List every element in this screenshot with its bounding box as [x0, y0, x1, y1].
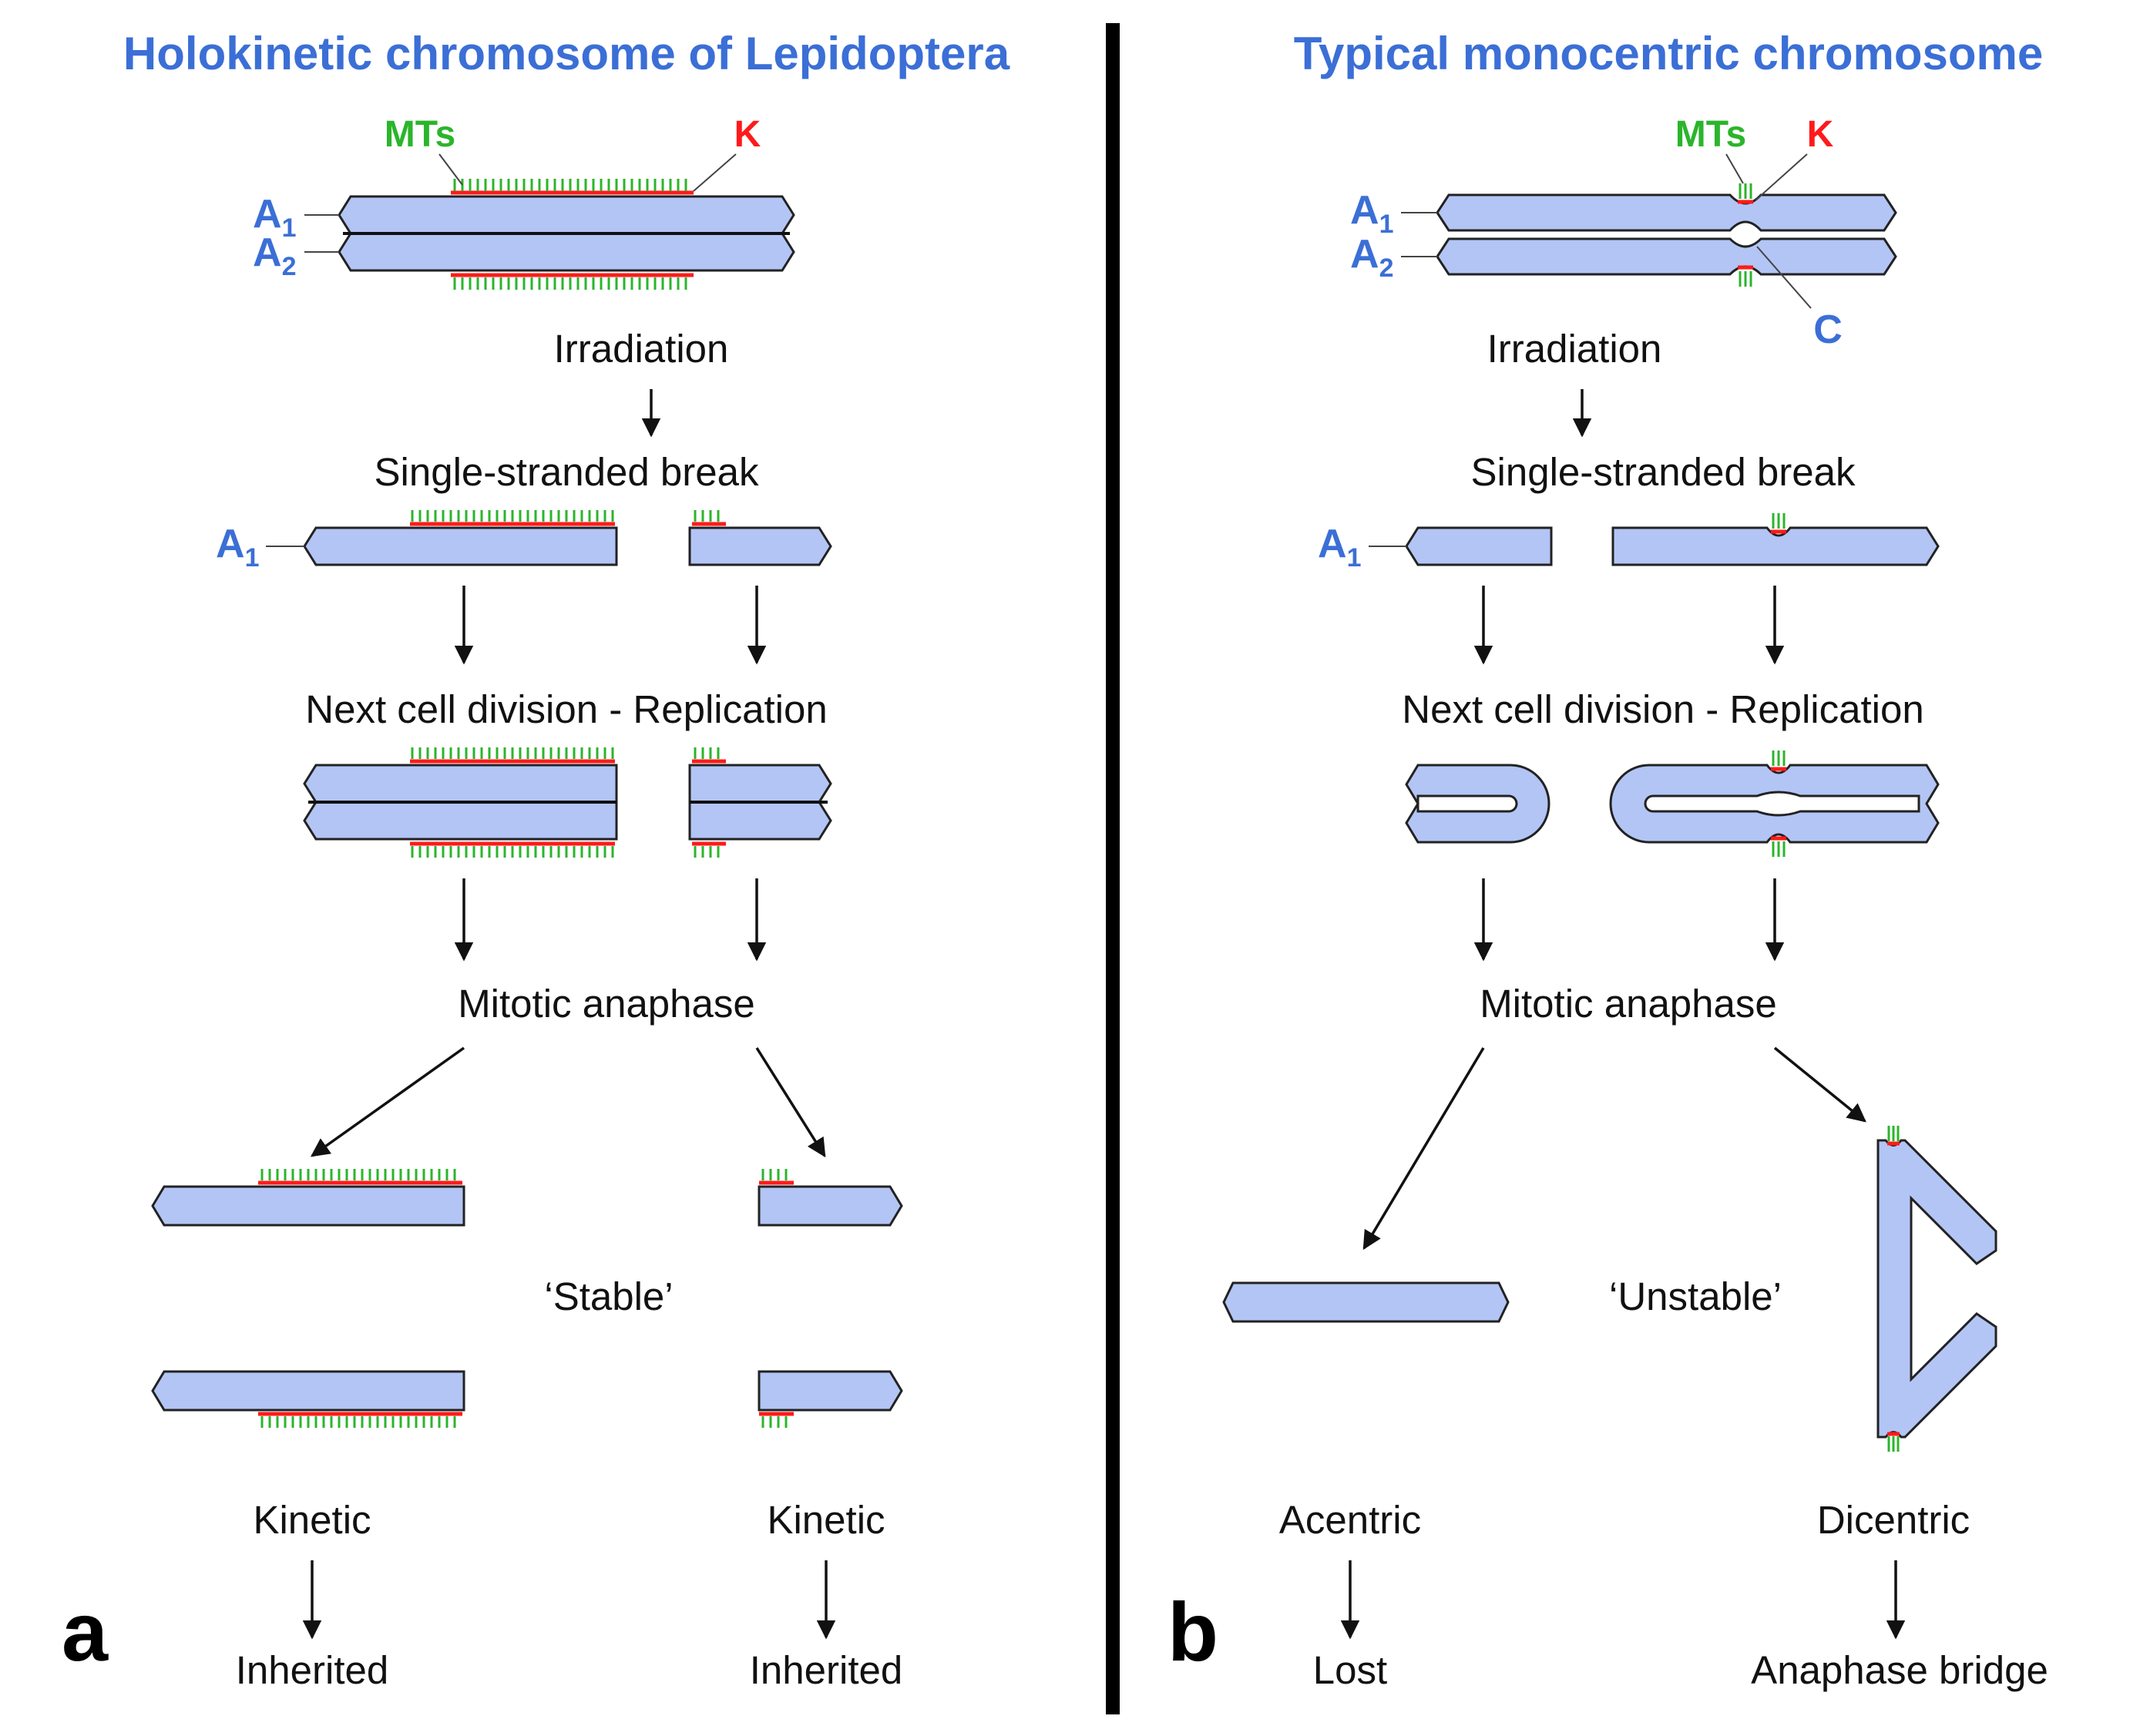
irradiation-label-left: Irradiation	[554, 327, 729, 371]
broken-chromatid-right: A1	[1318, 513, 1940, 573]
anaphase-top-large	[151, 1185, 465, 1227]
a1-label-right: A1	[1350, 188, 1393, 239]
k-label-left: K	[734, 114, 761, 155]
anaphase-fragments-bottom-left	[151, 1370, 903, 1428]
mono-chromatid-a1	[1436, 193, 1897, 232]
next-division-label-left: Next cell division - Replication	[305, 687, 827, 731]
anaphase-bridge-label: Anaphase bridge	[1751, 1648, 2048, 1692]
acentric-fragment	[1405, 526, 1553, 566]
left-panel: MTs K A1 A2 Irradiation Single-stranded …	[62, 114, 903, 1692]
dicentric-label: Dicentric	[1817, 1498, 1970, 1542]
acentric-label: Acentric	[1279, 1498, 1421, 1542]
mono-chromatid-a2	[1436, 237, 1897, 276]
acentric-chromosome	[1222, 1281, 1510, 1323]
microtubules-dicentric	[1772, 750, 1786, 857]
microtubules-anaphase-bottom	[260, 1416, 788, 1428]
a1-label-break-right: A1	[1318, 522, 1361, 573]
inherited-label-right: Inherited	[750, 1648, 902, 1692]
mts-leader-right	[1725, 153, 1744, 184]
lost-label: Lost	[1313, 1648, 1387, 1692]
right-panel-title: Typical monocentric chromosome	[1294, 28, 2043, 79]
k-leader-left	[693, 153, 737, 192]
single-break-label-left: Single-stranded break	[375, 450, 759, 494]
replicated-large-a1	[303, 764, 618, 804]
anaphase-fragments-top-left	[151, 1169, 903, 1227]
sister-union-dicentric	[1609, 764, 1940, 844]
anaphase-bottom-large	[151, 1370, 465, 1412]
a1-label-left: A1	[253, 192, 296, 243]
chromatid-a2	[338, 232, 795, 272]
microtubules-bottom	[453, 277, 687, 290]
mts-label-left: MTs	[385, 114, 455, 155]
microtubules-repl-top	[411, 747, 720, 759]
replicated-small-a1	[688, 764, 832, 804]
fragment-left-large	[303, 526, 618, 566]
panel-label-b: b	[1167, 1585, 1218, 1678]
microtubules-bridge	[1887, 1126, 1900, 1452]
chromatid-a1	[338, 195, 795, 235]
replicated-large-a2	[303, 801, 618, 841]
microtubules-top	[453, 179, 687, 191]
replicated-small-a2	[688, 801, 832, 841]
anaphase-label-left: Mitotic anaphase	[458, 982, 755, 1026]
microtubules-centric-fragment	[1772, 513, 1786, 529]
mts-leader-left	[438, 153, 463, 186]
left-panel-title: Holokinetic chromosome of Lepidoptera	[123, 28, 1010, 79]
microtubules-break-left	[411, 510, 720, 522]
arrow-anaphase-left-1	[311, 1046, 465, 1157]
anaphase-top-small	[758, 1185, 903, 1227]
k-leader-right	[1755, 153, 1808, 201]
anaphase-bottom-small	[758, 1370, 903, 1412]
microtubules-repl-bottom	[411, 846, 720, 858]
microtubules-centromere	[1739, 183, 1752, 287]
single-break-label-right: Single-stranded break	[1471, 450, 1856, 494]
dicentric-chromosome	[1876, 1139, 1997, 1439]
panel-label-a: a	[62, 1585, 109, 1678]
holokinetic-chromosome-top: MTs K A1 A2	[253, 114, 795, 290]
fragment-left-small	[688, 526, 832, 566]
c-label: C	[1813, 307, 1843, 352]
microtubules-anaphase-top	[260, 1169, 788, 1180]
panel-divider	[1106, 23, 1120, 1714]
arrow-to-acentric	[1362, 1047, 1485, 1251]
arrow-anaphase-left-2	[755, 1047, 826, 1158]
replicated-fragments-left	[303, 747, 832, 858]
arrow-to-dicentric	[1773, 1046, 1866, 1123]
unstable-label: ‘Unstable’	[1609, 1274, 1782, 1318]
a1-label-break-left: A1	[216, 522, 259, 573]
k-label-right: K	[1807, 114, 1834, 155]
broken-chromatid-left: A1	[216, 510, 832, 573]
right-panel: MTs K C A1 A2 Irradiation Single-strande…	[1167, 114, 2048, 1692]
kinetic-label-left: Kinetic	[253, 1498, 371, 1542]
dicentric-bridge	[1876, 1126, 1997, 1452]
replicated-shapes-right	[1405, 750, 1940, 857]
stable-label: ‘Stable’	[544, 1274, 673, 1318]
sister-union-acentric	[1405, 764, 1550, 844]
a2-label-left: A2	[253, 230, 296, 281]
kinetic-label-right: Kinetic	[767, 1498, 885, 1542]
c-leader	[1756, 246, 1812, 309]
anaphase-label-right: Mitotic anaphase	[1480, 982, 1777, 1026]
inherited-label-left: Inherited	[236, 1648, 388, 1692]
mts-label-right: MTs	[1675, 114, 1746, 155]
a2-label-right: A2	[1350, 232, 1393, 283]
irradiation-label-right: Irradiation	[1487, 327, 1662, 371]
monocentric-chromosome-top: MTs K C A1 A2	[1350, 114, 1897, 352]
next-division-label-right: Next cell division - Replication	[1402, 687, 1923, 731]
